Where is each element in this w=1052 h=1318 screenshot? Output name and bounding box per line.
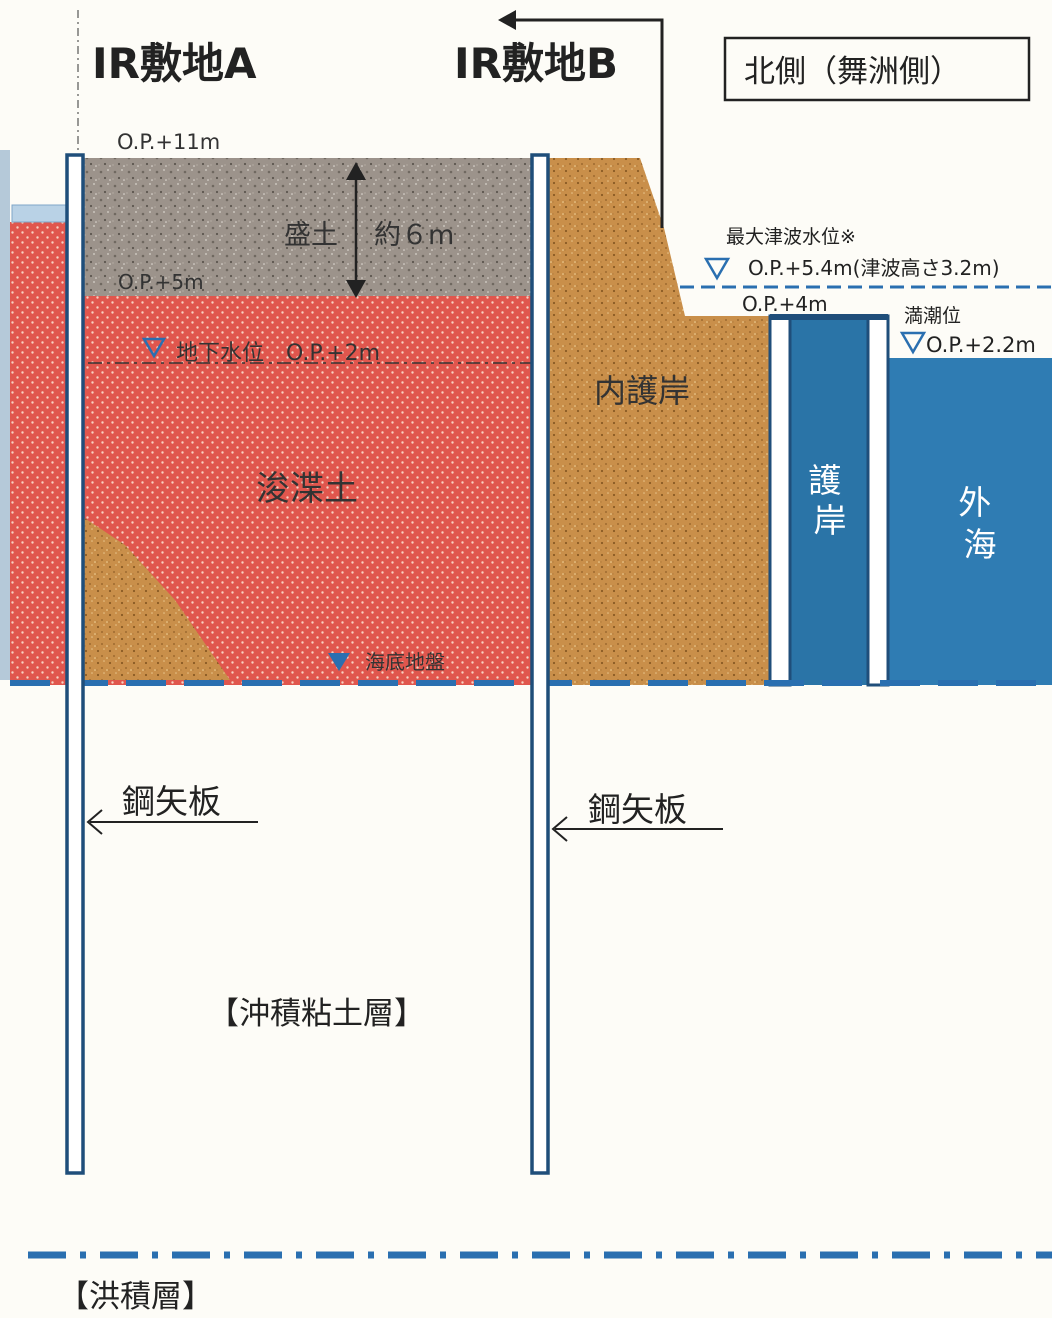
inner-seawall-texture [545, 158, 770, 685]
sheet-pile-b [530, 153, 550, 1175]
seawall-pile-right [866, 314, 890, 687]
site-a-title: IR敷地A [92, 39, 257, 88]
groundwater-label: 地下水位 O.P.+2m [176, 341, 380, 366]
seawall-cap [770, 314, 888, 320]
max-tsunami-label: 最大津波水位※ [726, 226, 856, 248]
north-side-label: 北側（舞洲側） [744, 54, 961, 90]
sand-wedge-texture [80, 515, 230, 680]
sand-wedge [80, 515, 230, 680]
diluvial-label: 【洪積層】 [58, 1279, 213, 1315]
left-water-strip [11, 204, 75, 223]
sheet-pile-a-label: 鋼矢板 [122, 782, 221, 821]
dredged-soil-label: 浚渫土 [256, 469, 358, 509]
op-11-label: O.P.+11m [117, 130, 220, 154]
open-sea-label: 外 海 [958, 483, 1002, 564]
seawall-label: 護 岸 [808, 461, 852, 540]
sheet-pile-a [65, 153, 85, 1175]
fill-soil-layer [80, 158, 540, 296]
tsunami-triangle-icon [703, 257, 731, 281]
seabed-triangle-icon [328, 653, 350, 671]
site-b-title: IR敷地B [454, 39, 618, 88]
high-tide-triangle-icon [899, 331, 927, 355]
inner-seawall-layer [545, 158, 770, 685]
site-b-arrow [498, 10, 664, 228]
op-4-label: O.P.+4m [742, 292, 828, 316]
sheet-pile-a-pointer [86, 809, 258, 835]
groundwater-triangle-icon [141, 337, 167, 359]
seabed-label: 海底地盤 [365, 650, 445, 674]
fill-thickness-label: 約６m [374, 220, 454, 251]
fill-thickness-arrow [346, 162, 366, 298]
high-tide-label: 満潮位 [904, 305, 961, 327]
sheet-pile-b-label: 鋼矢板 [588, 790, 687, 829]
max-tsunami-value: O.P.+5.4m(津波高さ3.2m) [748, 256, 1000, 280]
alluvial-clay-label: 【沖積粘土層】 [208, 996, 425, 1032]
fill-soil-texture [80, 158, 540, 296]
op-5-label: O.P.+5m [118, 270, 204, 294]
north-side-box [723, 36, 1031, 102]
seawall-pile-left [768, 314, 792, 687]
high-tide-value: O.P.+2.2m [926, 333, 1036, 357]
inner-seawall-label: 内護岸 [594, 372, 690, 410]
left-edge-strip [0, 150, 10, 680]
open-sea-block [888, 358, 1052, 685]
fill-soil-label: 盛土 [284, 220, 338, 251]
sheet-pile-b-pointer [551, 816, 723, 842]
seawall-block [790, 318, 870, 685]
